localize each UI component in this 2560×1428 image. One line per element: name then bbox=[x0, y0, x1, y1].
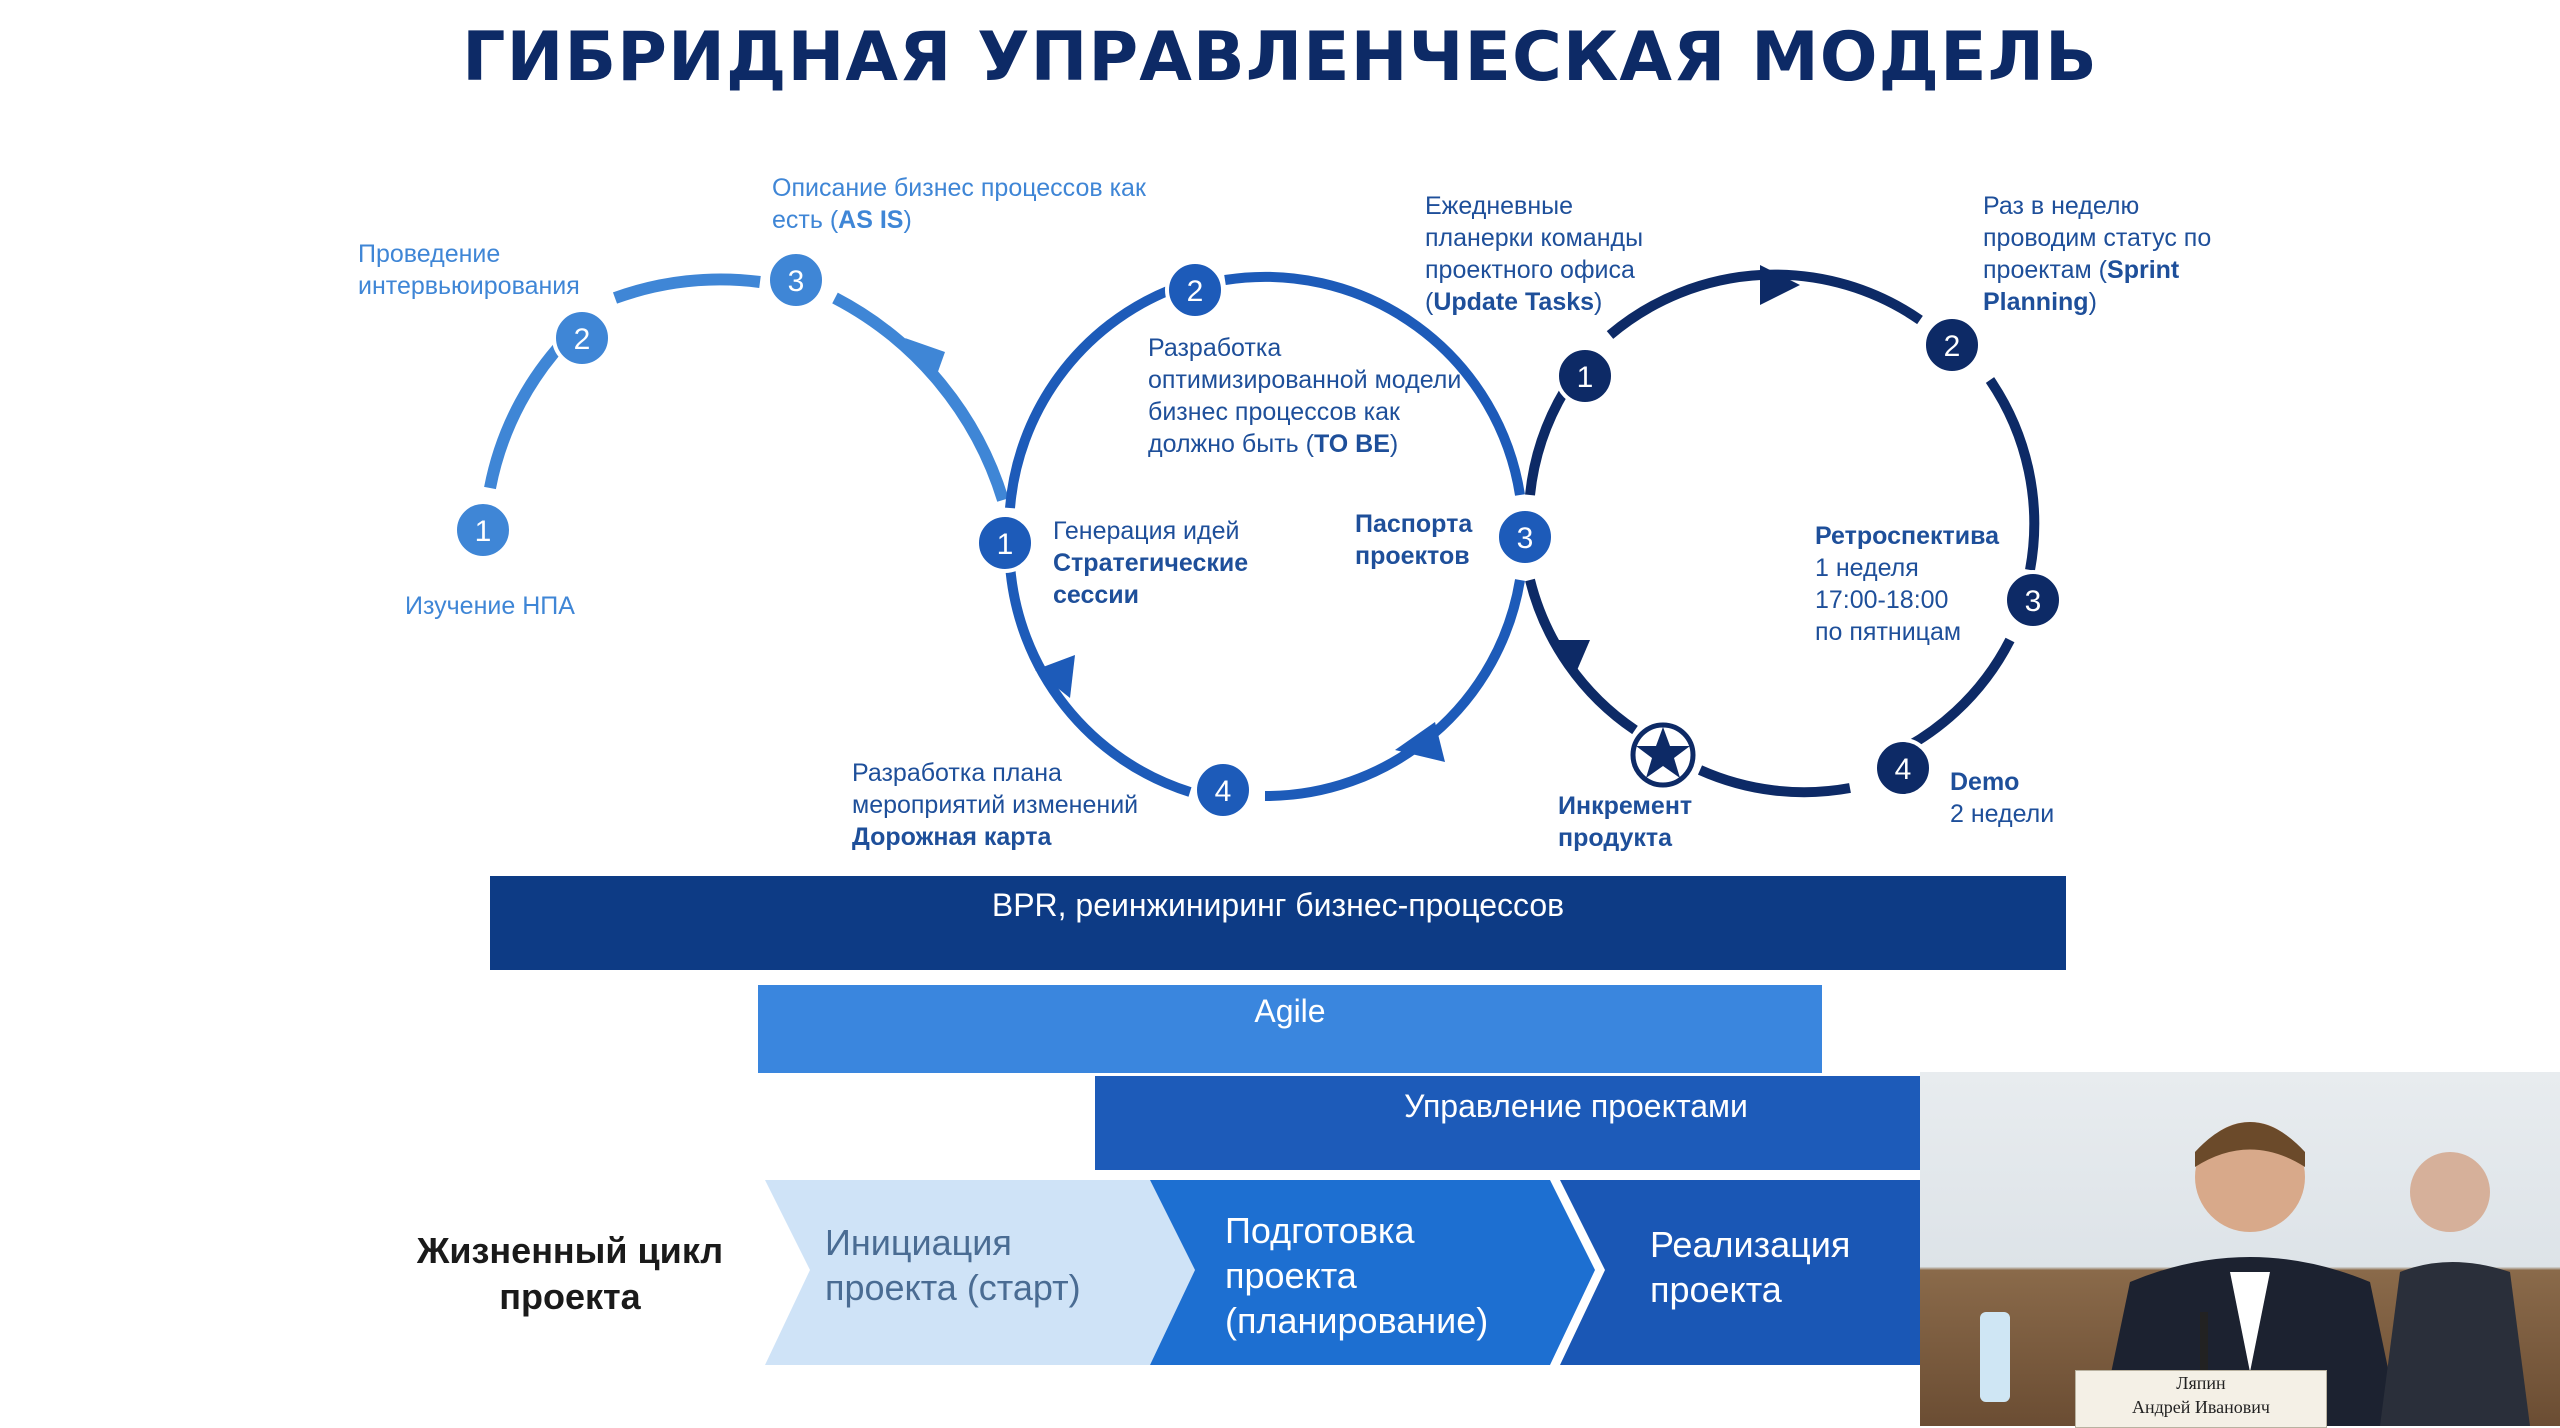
left-step-1: 1 bbox=[453, 500, 513, 560]
bpr-bar: BPR, реинжиниринг бизнес-процессов bbox=[490, 876, 2066, 970]
left-step-3-label: Описание бизнес процессов как есть (AS I… bbox=[772, 174, 1146, 234]
speaker-video bbox=[1920, 1072, 2560, 1426]
right-step-1: 1 bbox=[1555, 346, 1615, 406]
star-label: Инкремент продукта bbox=[1558, 792, 1693, 852]
mid-step-1: 1 bbox=[975, 513, 1035, 573]
svg-text:1: 1 bbox=[997, 528, 1014, 561]
arrow-head-mid-bottom bbox=[1395, 722, 1445, 762]
right-step-3: 3 bbox=[2003, 570, 2063, 630]
arrow-head-right-top bbox=[1760, 265, 1800, 305]
lifecycle-chevrons bbox=[765, 1180, 1920, 1365]
mid-step-2-label: Разработка оптимизированной модели бизне… bbox=[1148, 334, 1462, 458]
left-step-3: 3 bbox=[766, 250, 826, 310]
svg-text:4: 4 bbox=[1215, 775, 1232, 808]
left-arc-3 bbox=[832, 292, 1009, 502]
chevron-stage-3 bbox=[1560, 1180, 1920, 1365]
svg-text:2: 2 bbox=[574, 323, 591, 356]
right-step-2: 2 bbox=[1922, 315, 1982, 375]
right-arc-5 bbox=[1697, 765, 1851, 798]
right-step-4: 4 bbox=[1873, 738, 1933, 798]
arrow-head-mid-left bbox=[1035, 655, 1075, 698]
svg-text:3: 3 bbox=[1517, 522, 1534, 555]
left-arc-2 bbox=[612, 273, 761, 304]
left-step-1-label: Изучение НПА bbox=[405, 592, 575, 620]
svg-text:2: 2 bbox=[1187, 275, 1204, 308]
arrow-head-right-left bbox=[1550, 640, 1590, 675]
mid-step-2: 2 bbox=[1165, 260, 1225, 320]
left-step-2-label: Проведение интервьюирования bbox=[358, 240, 580, 300]
stage-3-label: Реализация проекта bbox=[1650, 1224, 1851, 1310]
svg-text:2: 2 bbox=[1944, 330, 1961, 363]
svg-text:1: 1 bbox=[475, 515, 492, 548]
right-arc-1 bbox=[1525, 387, 1570, 496]
right-arc-3 bbox=[1985, 377, 2040, 571]
agile-bar: Agile bbox=[758, 985, 1822, 1073]
project-management-bar: Управление проектами bbox=[1095, 1076, 2057, 1170]
mid-arc-bottom-right bbox=[1264, 579, 1525, 802]
right-step-2-label: Раз в неделю проводим статус по проектам… bbox=[1983, 192, 2212, 316]
lifecycle-label: Жизненный цикл проекта bbox=[416, 1230, 724, 1317]
mid-arc-top-left bbox=[1005, 285, 1172, 509]
middle-cycle bbox=[1005, 271, 1525, 802]
right-step-1-label: Ежедневные планерки команды проектного о… bbox=[1425, 192, 1644, 316]
left-step-2: 2 bbox=[552, 308, 612, 368]
mid-step-3: 3 bbox=[1495, 507, 1555, 567]
chevron-stage-1 bbox=[765, 1180, 1195, 1365]
stage-2-label: Подготовка проекта (планирование) bbox=[1225, 1210, 1489, 1341]
mid-step-3-label: Паспорта проектов bbox=[1355, 510, 1473, 570]
star-icon bbox=[1630, 722, 1696, 788]
mid-arc-top-right bbox=[1224, 271, 1525, 496]
svg-text:3: 3 bbox=[2025, 585, 2042, 618]
stage-1-label: Инициация проекта (старт) bbox=[825, 1222, 1081, 1308]
arrow-head-left bbox=[905, 338, 945, 380]
mid-arc-bottom-left bbox=[1005, 564, 1192, 797]
svg-text:3: 3 bbox=[788, 265, 805, 298]
chevron-stage-2 bbox=[1150, 1180, 1595, 1365]
svg-text:4: 4 bbox=[1895, 753, 1912, 786]
slide-title: ГИБРИДНАЯ УПРАВЛЕНЧЕСКАЯ МОДЕЛЬ bbox=[462, 18, 2098, 97]
mid-step-4: 4 bbox=[1193, 760, 1253, 820]
svg-text:1: 1 bbox=[1577, 361, 1594, 394]
